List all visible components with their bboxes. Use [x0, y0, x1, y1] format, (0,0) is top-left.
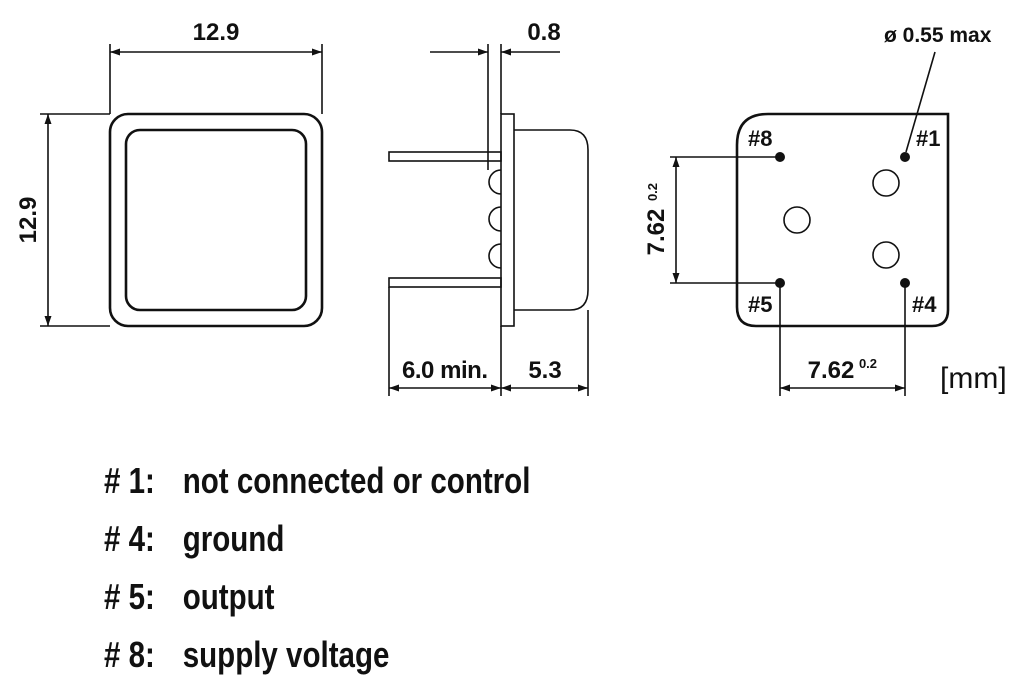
front-view: 12.9 12.9	[15, 19, 324, 328]
flange-label: 0.8	[527, 19, 560, 46]
side-view: 0.8 6.0 min. 5.3	[388, 19, 589, 396]
standoff-circle	[872, 241, 900, 269]
legend-pin-function: supply voltage	[182, 634, 390, 675]
package-outer-outline	[108, 112, 324, 328]
width-label: 12.9	[193, 19, 240, 46]
pin-1-dot	[900, 152, 910, 162]
pin-diameter-label: ø 0.55 max	[884, 24, 992, 47]
height-label: 12.9	[15, 197, 42, 244]
bottom-view: #8 #1 #5 #4 ø 0.55 max 7.62 0.2 7.62 0.2…	[643, 24, 1007, 396]
legend-pin-number: # 8:	[104, 634, 155, 675]
horizontal-tolerance-label: 0.2	[859, 356, 877, 371]
body-depth-label: 5.3	[528, 357, 561, 384]
unit-label: [mm]	[940, 362, 1007, 395]
package-body	[514, 129, 589, 311]
pin-lead-bottom	[388, 277, 502, 288]
standoff-circle	[872, 169, 900, 197]
vertical-spacing-label: 7.62	[643, 209, 670, 256]
flange	[500, 113, 515, 327]
package-inner-outline	[124, 128, 308, 312]
legend-pin-number: # 5:	[104, 576, 155, 617]
bottom-outline	[735, 112, 950, 328]
standoff-bump	[488, 206, 502, 232]
pin-label-4: #4	[912, 292, 937, 317]
legend-pin-function: output	[182, 576, 275, 617]
legend-pin-function: ground	[182, 518, 285, 559]
vertical-tolerance-label: 0.2	[645, 183, 660, 201]
standoff-bump	[488, 243, 502, 269]
pin-label-1: #1	[916, 126, 940, 151]
legend-row: # 8: supply voltage	[104, 626, 530, 684]
standoff-circle	[783, 206, 811, 234]
legend-pin-number: # 1:	[104, 460, 155, 501]
pin-label-8: #8	[748, 126, 772, 151]
legend-row: # 1: not connected or control	[104, 452, 530, 510]
legend-pin-function: not connected or control	[182, 460, 531, 501]
legend-pin-number: # 4:	[104, 518, 155, 559]
legend-row: # 5: output	[104, 568, 530, 626]
diameter-leader-line	[905, 51, 936, 153]
horizontal-spacing-label: 7.62	[808, 357, 855, 384]
legend-row: # 4: ground	[104, 510, 530, 568]
pin-length-label: 6.0 min.	[402, 357, 488, 384]
pin-lead-top	[388, 151, 502, 162]
pin-label-5: #5	[748, 292, 772, 317]
standoff-bump	[488, 169, 502, 195]
pin-legend: # 1:not connected or control # 4:ground …	[104, 452, 530, 684]
